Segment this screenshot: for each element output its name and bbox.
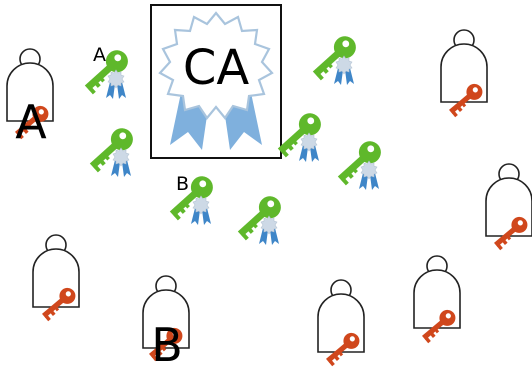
certificate-b: B: [164, 171, 218, 226]
person-a: A: [6, 48, 54, 149]
green-key-certificate-icon: [332, 136, 386, 191]
person: [440, 29, 488, 118]
certificate-a: A: [79, 44, 133, 100]
green-key-certificate-icon: [79, 45, 133, 100]
green-key-certificate-icon: [232, 191, 286, 246]
ca-label: CA: [183, 40, 250, 96]
person: [485, 163, 532, 251]
person-b: B: [142, 275, 190, 372]
ca-box: CA: [150, 4, 282, 159]
green-key-certificate-icon: [84, 123, 138, 178]
green-key-certificate-icon: [307, 31, 361, 86]
green-key-certificate-icon: [164, 171, 218, 226]
person-b-label: B: [151, 318, 183, 372]
certificate-a-label: A: [93, 44, 106, 66]
person-a-label: A: [15, 95, 47, 149]
person: [32, 234, 80, 322]
award-seal-icon: [158, 11, 274, 150]
person: [413, 255, 461, 344]
person: [317, 279, 365, 367]
certificate-b-label: B: [176, 173, 189, 195]
